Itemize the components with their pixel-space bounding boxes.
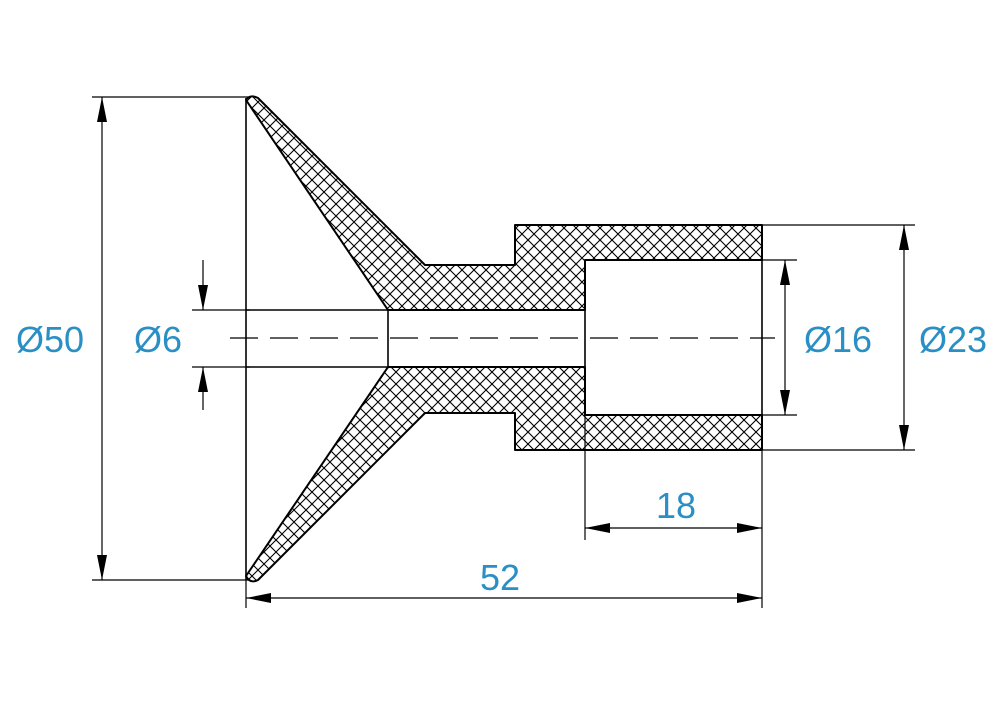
dim-socket-inner-diameter-label: Ø16 (804, 319, 872, 360)
dim18-arrow-right (737, 523, 762, 533)
dim52-arrow-right (737, 593, 762, 603)
dim-socket-length-label: 18 (656, 485, 696, 526)
dim6-arrow-top (198, 285, 208, 310)
dim-overall-length-label: 52 (480, 557, 520, 598)
dim-outer-diameter-label: Ø50 (16, 319, 84, 360)
part-section-upper (245, 95, 763, 311)
dim-bore-diameter-label: Ø6 (134, 319, 182, 360)
dim16-arrow-bottom (780, 390, 790, 415)
dim16-arrow-top (780, 260, 790, 285)
dim18-arrow-left (585, 523, 610, 533)
dim50-arrow-bottom (97, 555, 107, 580)
dim-socket-outer-diameter-label: Ø23 (919, 319, 987, 360)
dim6-arrow-bottom (198, 367, 208, 392)
dim50-arrow-top (97, 97, 107, 122)
part-section-lower (245, 366, 763, 583)
dim23-arrow-bottom (899, 425, 909, 450)
dim52-arrow-left (246, 593, 271, 603)
dim23-arrow-top (899, 225, 909, 250)
